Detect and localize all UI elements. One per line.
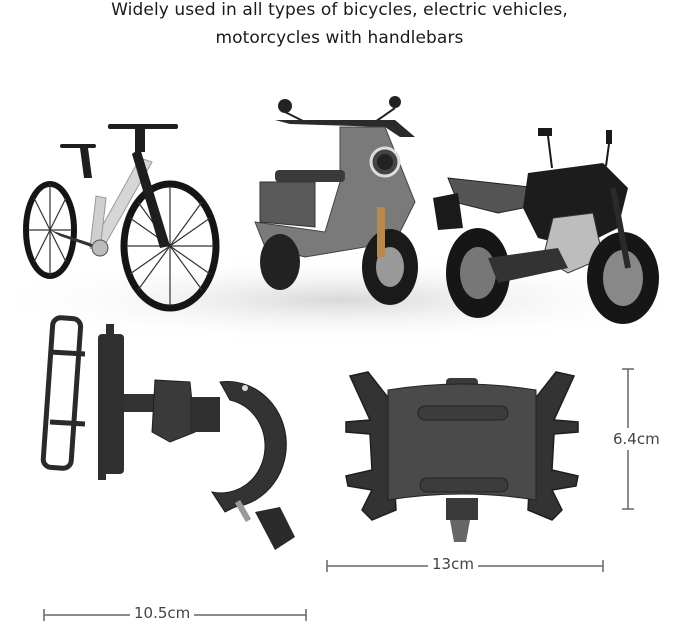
phone-holder-image bbox=[345, 371, 579, 542]
height-label: 6.4cm bbox=[613, 428, 660, 450]
electric-scooter-image bbox=[254, 96, 418, 305]
caption-line-1: Widely used in all types of bicycles, el… bbox=[111, 0, 568, 20]
bicycle-image bbox=[23, 124, 220, 312]
motorcycle-image bbox=[433, 128, 659, 324]
caption-line-2: motorcycles with handlebars bbox=[215, 28, 464, 48]
phone-holder-width-label: 13cm bbox=[428, 555, 478, 573]
mount-width-label: 10.5cm bbox=[130, 604, 195, 622]
handlebar-mount-image bbox=[40, 315, 295, 550]
